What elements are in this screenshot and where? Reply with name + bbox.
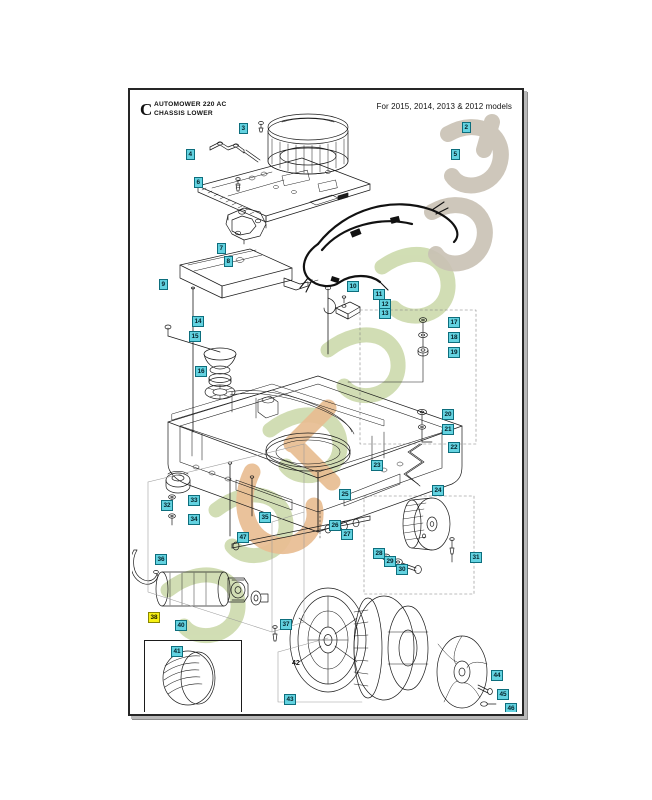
- callout-41[interactable]: 41: [171, 646, 184, 658]
- callout-16[interactable]: 16: [195, 366, 208, 378]
- part-6-screw: [235, 177, 241, 192]
- part-9-rod: [191, 286, 195, 433]
- part-43-tyre: [353, 595, 429, 701]
- callout-22[interactable]: 22: [448, 442, 461, 454]
- part-5-circuit-board: [197, 157, 371, 223]
- callout-30[interactable]: 30: [396, 564, 409, 576]
- callout-19[interactable]: 19: [448, 347, 461, 359]
- parts-diagram-page: C AUTOMOWER 220 AC CHASSIS LOWER For 201…: [128, 88, 524, 716]
- callout-5[interactable]: 5: [451, 149, 460, 161]
- part-10-11-sensor-rod: [323, 285, 336, 355]
- part-4-bracket: [209, 141, 261, 163]
- part-14-15-16-blade-stack: [164, 324, 237, 400]
- part-20-21-22-guide: [403, 409, 433, 487]
- callout-27[interactable]: 27: [341, 529, 354, 541]
- callout-47[interactable]: 47: [237, 532, 250, 544]
- callout-45[interactable]: 45: [497, 689, 510, 701]
- callout-15[interactable]: 15: [189, 331, 202, 343]
- wiring-harness: [302, 203, 459, 288]
- part-37-screw: [272, 625, 278, 642]
- part-32-cap: [165, 471, 191, 494]
- callout-46[interactable]: 46: [505, 703, 518, 712]
- callout-7[interactable]: 7: [217, 243, 226, 255]
- callout-44[interactable]: 44: [491, 670, 504, 682]
- part-45-46-screws: [477, 684, 497, 707]
- callout-33[interactable]: 33: [188, 495, 201, 507]
- callout-43[interactable]: 43: [284, 694, 297, 706]
- callout-40[interactable]: 40: [175, 620, 188, 632]
- callout-34[interactable]: 34: [188, 514, 201, 526]
- callout-9[interactable]: 9: [159, 279, 168, 291]
- callout-35[interactable]: 35: [259, 512, 272, 524]
- callout-38[interactable]: 38: [148, 612, 161, 624]
- callout-32[interactable]: 32: [161, 500, 174, 512]
- callout-31[interactable]: 31: [470, 552, 483, 564]
- part-41-brush-ring: [162, 650, 216, 706]
- callout-37[interactable]: 37: [280, 619, 293, 631]
- part-38-40-motor: [155, 571, 269, 607]
- callout-8[interactable]: 8: [224, 256, 233, 268]
- callout-10[interactable]: 10: [347, 281, 360, 293]
- callout-3[interactable]: 3: [239, 123, 248, 135]
- page-title: AUTOMOWER 220 AC CHASSIS LOWER: [154, 101, 227, 118]
- part-8-battery: [179, 248, 319, 299]
- callout-25[interactable]: 25: [339, 489, 352, 501]
- part-24-drive-wheel: [402, 497, 451, 551]
- part-35-47-pins: [227, 461, 255, 537]
- part-12-13-clip: [335, 295, 361, 320]
- callout-26[interactable]: 26: [329, 520, 342, 532]
- callout-6[interactable]: 6: [194, 177, 203, 189]
- inset-frame-part-41: [144, 640, 242, 712]
- callout-29[interactable]: 29: [384, 556, 397, 568]
- part-3-screw: [258, 121, 264, 133]
- callout-14[interactable]: 14: [192, 316, 205, 328]
- callout-24[interactable]: 24: [432, 485, 445, 497]
- page-title-line1: AUTOMOWER 220 AC: [154, 101, 227, 108]
- callout-42[interactable]: 42: [292, 660, 300, 667]
- part-44-hub-cap: [436, 635, 488, 709]
- callout-18[interactable]: 18: [448, 332, 461, 344]
- callout-28[interactable]: 28: [373, 548, 386, 560]
- part-42-wheel-rim: [289, 587, 367, 693]
- exploded-view-artwork: [132, 113, 497, 709]
- part-36-clamp: [132, 549, 159, 585]
- callout-13[interactable]: 13: [379, 308, 392, 320]
- callout-20[interactable]: 20: [442, 409, 455, 421]
- part-7-mount-plate: [225, 207, 267, 245]
- callout-21[interactable]: 21: [442, 424, 455, 436]
- callout-17[interactable]: 17: [448, 317, 461, 329]
- callout-2[interactable]: 2: [462, 122, 471, 134]
- callout-23[interactable]: 23: [371, 460, 384, 472]
- page-inner: C AUTOMOWER 220 AC CHASSIS LOWER For 201…: [132, 92, 520, 712]
- part-2-filter-cover: [267, 113, 349, 175]
- section-letter: C: [140, 100, 153, 119]
- models-note: For 2015, 2014, 2013 & 2012 models: [376, 102, 512, 111]
- callout-4[interactable]: 4: [186, 149, 195, 161]
- chassis-lower-body: [167, 375, 463, 533]
- page-title-line2: CHASSIS LOWER: [154, 109, 213, 117]
- callout-36[interactable]: 36: [155, 554, 168, 566]
